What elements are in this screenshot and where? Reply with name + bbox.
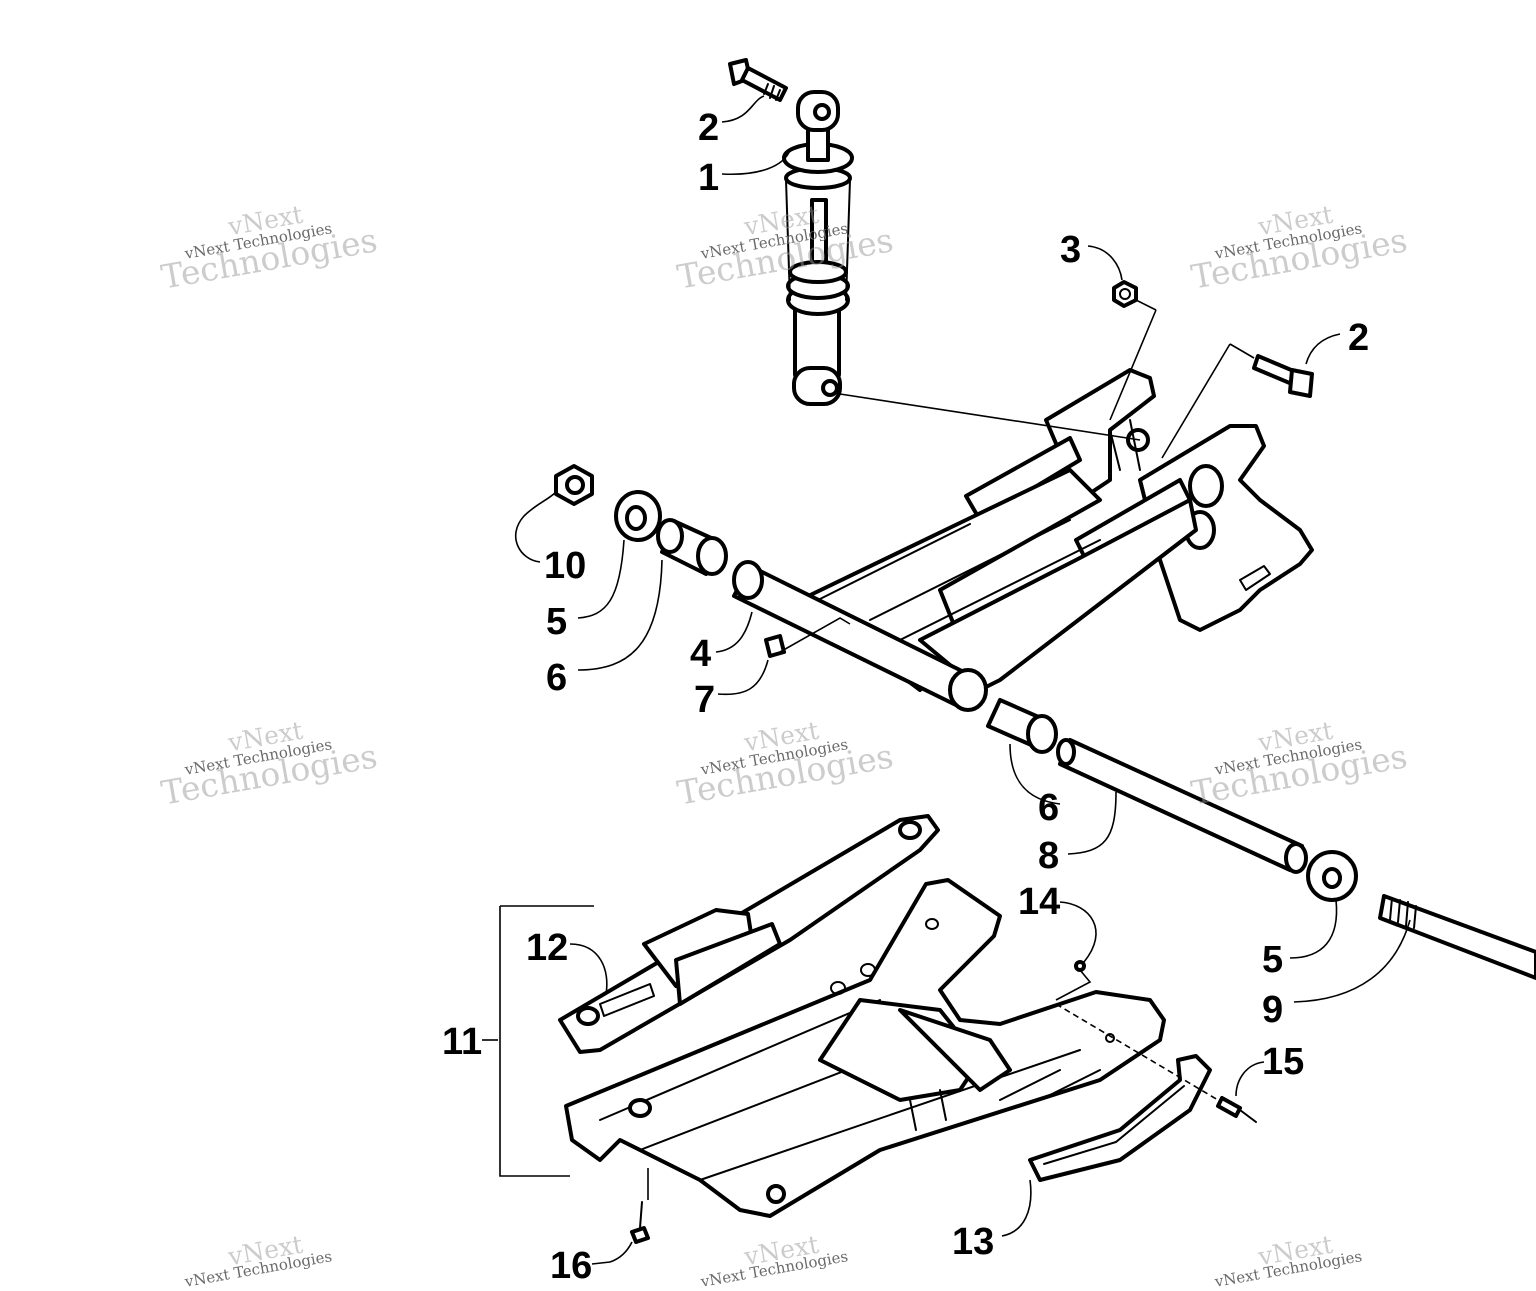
callout-14: 14 [1018, 881, 1060, 923]
callout-3: 3 [1060, 229, 1081, 271]
callout-11: 11 [442, 1021, 482, 1063]
rod-part [1378, 894, 1536, 980]
bushing-part-lower [986, 698, 1058, 754]
nut-part-3 [1112, 280, 1138, 308]
skid-plate-part [564, 878, 1166, 1218]
leader-lines [482, 95, 1411, 1265]
wear-strip-part [1028, 1054, 1212, 1182]
callout-2-right: 2 [1348, 317, 1369, 359]
callout-13: 13 [952, 1221, 994, 1263]
swing-arm-part [732, 368, 1314, 712]
callout-labels: 1 2 3 2 10 5 4 6 7 6 8 14 12 5 9 11 15 1… [442, 107, 1369, 1280]
nut-part-10 [554, 464, 594, 506]
shock-absorber-part [782, 90, 854, 406]
callout-6-lower: 6 [1038, 787, 1059, 829]
grease-fitting-part [764, 634, 786, 658]
callout-5-right: 5 [1262, 939, 1283, 981]
rivet-part-14 [1074, 960, 1086, 972]
callout-12: 12 [526, 927, 568, 969]
callout-15: 15 [1262, 1041, 1304, 1083]
slide-rail-part [558, 814, 940, 1054]
shaft-part [1056, 738, 1308, 874]
screw-part-15 [1216, 1096, 1257, 1123]
callout-8: 8 [1038, 835, 1059, 877]
callout-10: 10 [544, 545, 586, 587]
bolt-part-16 [630, 1201, 650, 1244]
top-bolt-part [728, 58, 788, 102]
callout-9: 9 [1262, 989, 1283, 1031]
callout-7: 7 [694, 679, 715, 721]
callout-2-top: 2 [698, 107, 719, 149]
callout-6-left: 6 [546, 657, 567, 699]
callout-16: 16 [550, 1245, 592, 1280]
callout-4: 4 [690, 633, 711, 675]
washer-part-left [614, 490, 662, 542]
callout-1: 1 [698, 157, 719, 199]
washer-part-right [1306, 850, 1358, 902]
callout-5-left: 5 [546, 601, 567, 643]
bushing-part-left [656, 518, 728, 576]
right-bolt-part [1252, 354, 1314, 398]
